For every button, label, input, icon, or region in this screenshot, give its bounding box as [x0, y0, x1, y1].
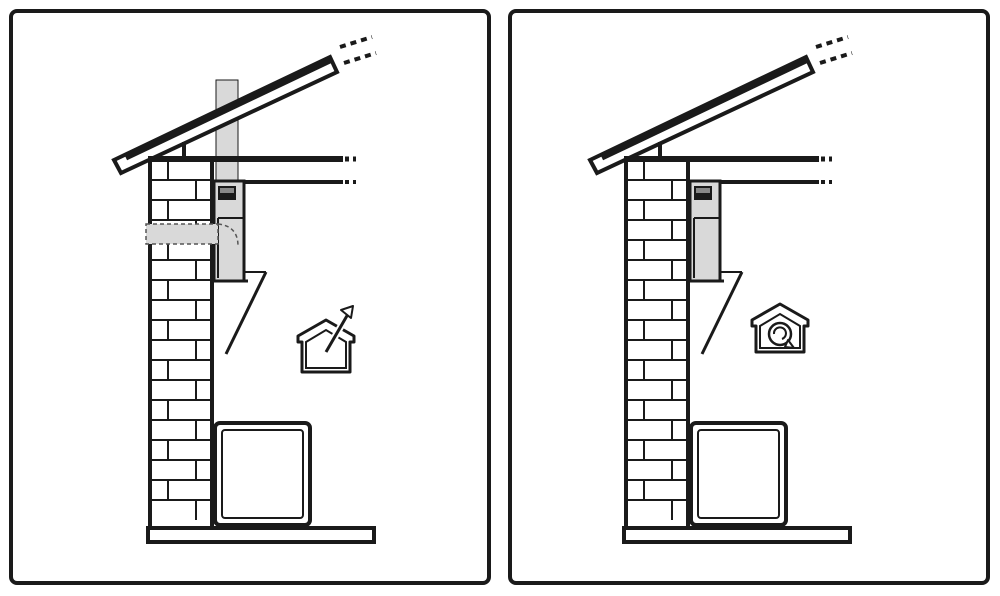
house-arrow-out-icon: [296, 305, 356, 374]
wall-duct-dashed: [145, 223, 239, 247]
panel-recirculation: [508, 9, 990, 585]
chimney-duct: [215, 79, 239, 185]
panel-extraction: [9, 9, 491, 585]
house-recirculation-icon: [750, 302, 810, 354]
